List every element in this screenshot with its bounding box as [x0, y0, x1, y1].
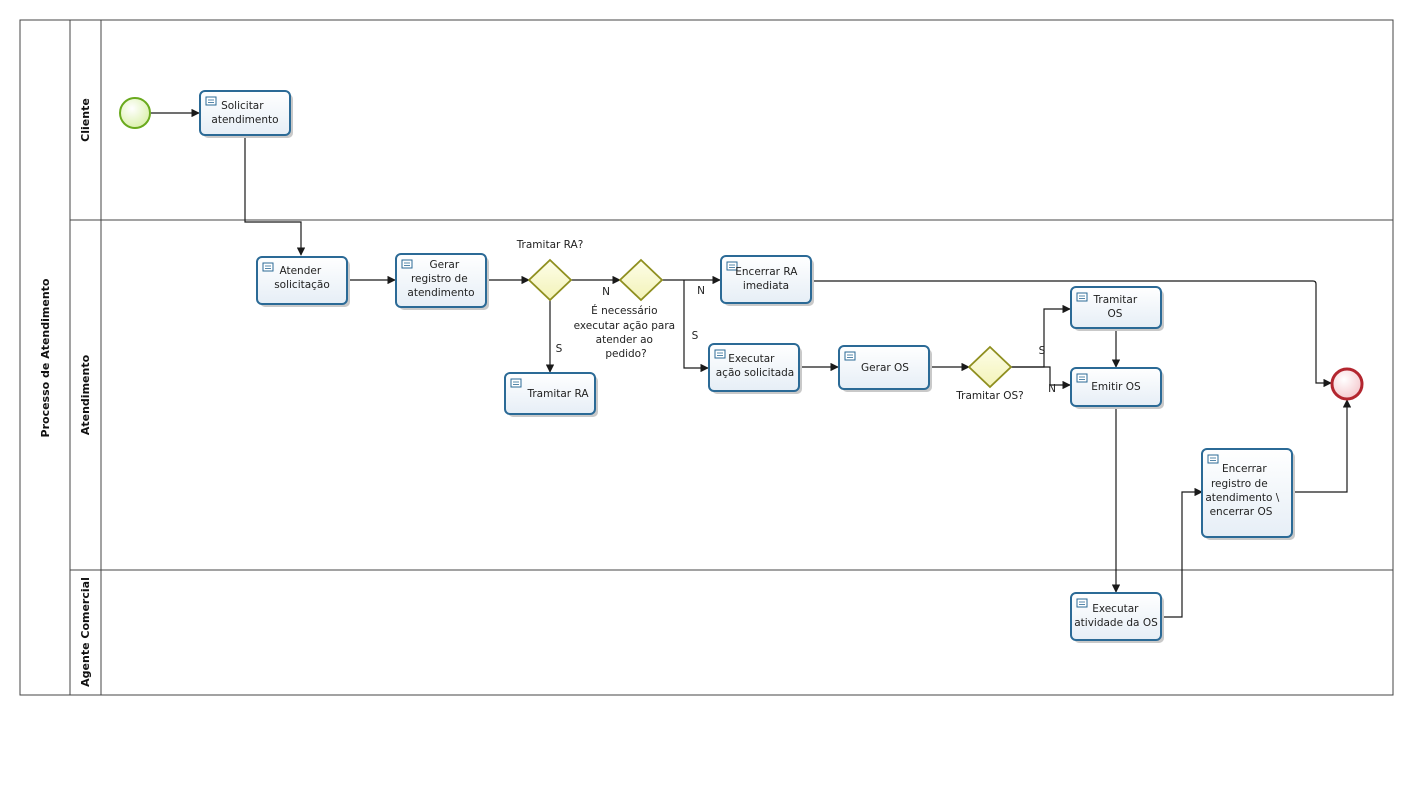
task-encerrar-registro[interactable]: Encerrar registro de atendimento \ encer…: [1201, 448, 1295, 540]
gateway-necessario-label: É necessário executar ação para atender …: [574, 304, 679, 360]
pool-title: Processo de Atendimento: [39, 278, 52, 437]
task-emitir-os-label: Emitir OS: [1091, 381, 1141, 393]
task-gerar-registro[interactable]: Gerar registro de atendimento: [395, 253, 489, 310]
flow-gateway-os-n: [1011, 366, 1071, 390]
pool: Processo de Atendimento Cliente Atendime…: [19, 19, 1394, 696]
task-atender-solicitacao-label: Atender solicitação: [274, 265, 330, 291]
gateway-tramitar-os-label: Tramitar OS?: [955, 390, 1023, 402]
flow-label-ra-n: N: [602, 286, 610, 298]
task-icon: [714, 349, 726, 359]
task-icon: [1076, 598, 1088, 608]
sequence-flows: [151, 108, 1352, 618]
flow-label-nec-n: N: [697, 285, 705, 297]
task-executar-atividade-label: Executar atividade da OS: [1074, 603, 1158, 629]
end-event[interactable]: [1330, 367, 1364, 401]
task-encerrar-ra[interactable]: Encerrar RA imediata: [720, 255, 814, 306]
flow-label-os-n: N: [1048, 383, 1056, 395]
flow-labels: N S N S S N: [556, 285, 1056, 395]
flow-label-ra-s: S: [556, 343, 563, 355]
task-icon: [205, 96, 217, 106]
task-tramitar-os-label: Tramitar OS: [1093, 294, 1141, 320]
task-gerar-os-label: Gerar OS: [861, 362, 909, 374]
gateway-tramitar-ra[interactable]: Tramitar RA?: [516, 239, 584, 302]
task-tramitar-ra[interactable]: Tramitar RA: [504, 372, 598, 417]
gateway-tramitar-ra-label: Tramitar RA?: [516, 239, 584, 251]
task-tramitar-os[interactable]: Tramitar OS: [1070, 286, 1164, 331]
task-icon: [1207, 454, 1219, 464]
task-tramitar-ra-label: Tramitar RA: [526, 388, 589, 400]
task-executar-acao[interactable]: Executar ação solicitada: [708, 343, 802, 394]
flow-solicitar-to-atender: [244, 135, 306, 256]
task-gerar-registro-label: Gerar registro de atendimento: [407, 259, 474, 299]
lane-title-agente-comercial: Agente Comercial: [79, 577, 92, 687]
flow-executar-atividade-to-encerrar: [1162, 487, 1203, 618]
pool-border: [19, 19, 1394, 696]
flow-label-nec-s: S: [692, 330, 699, 342]
task-emitir-os[interactable]: Emitir OS: [1070, 367, 1164, 409]
lane-title-cliente: Cliente: [79, 98, 92, 142]
flow-encerrar-to-end: [1292, 399, 1352, 493]
flow-encerrar-ra-to-end: [811, 280, 1332, 388]
gateway-tramitar-os[interactable]: Tramitar OS?: [955, 345, 1024, 402]
task-atender-solicitacao[interactable]: Atender solicitação: [256, 256, 350, 307]
task-icon: [844, 351, 856, 361]
task-encerrar-registro-label: Encerrar registro de atendimento \ encer…: [1205, 463, 1282, 518]
flow-gateway-os-s: [1011, 304, 1071, 368]
task-executar-acao-label: Executar ação solicitada: [716, 353, 794, 379]
task-gerar-os[interactable]: Gerar OS: [838, 345, 932, 392]
task-icon: [1076, 373, 1088, 383]
task-icon: [262, 262, 274, 272]
gateway-necessario[interactable]: É necessário executar ação para atender …: [574, 258, 679, 360]
task-executar-atividade[interactable]: Executar atividade da OS: [1070, 592, 1164, 643]
task-solicitar-atendimento-label: Solicitar atendimento: [211, 100, 278, 126]
task-icon: [726, 261, 738, 271]
flow-label-os-s: S: [1039, 345, 1046, 357]
lane-title-atendimento: Atendimento: [79, 354, 92, 435]
start-event[interactable]: [119, 97, 151, 129]
task-solicitar-atendimento[interactable]: Solicitar atendimento: [199, 90, 293, 138]
flow-gateway-nec-s: [683, 280, 709, 373]
task-icon: [401, 259, 413, 269]
task-icon: [510, 378, 522, 388]
task-encerrar-ra-label: Encerrar RA imediata: [735, 266, 800, 292]
task-icon: [1076, 292, 1088, 302]
